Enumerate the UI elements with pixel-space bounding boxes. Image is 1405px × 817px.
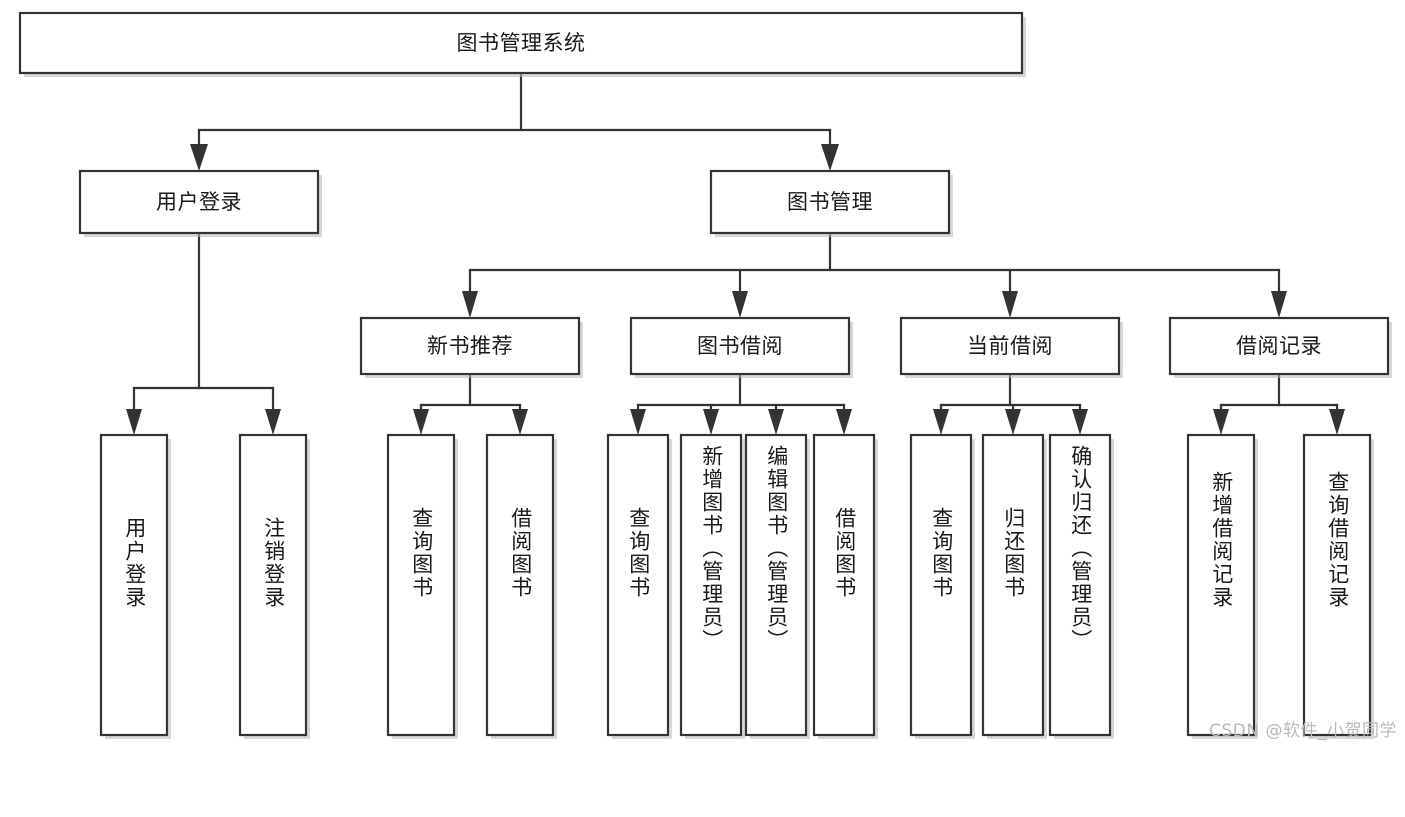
- node-box-leaf-query-book-a[interactable]: [386, 433, 456, 737]
- node-box-leaf-user-login[interactable]: [99, 433, 169, 737]
- node-box-borrow-record[interactable]: [1168, 316, 1390, 376]
- arrowhead-l2_0: [462, 291, 478, 318]
- arrowhead-l3_e1: [1329, 409, 1345, 435]
- node-box-root[interactable]: [18, 11, 1024, 75]
- system-structure-diagram: 图书管理系统 用户登录 图书管理 新书推荐 图书借阅 当前借阅 借阅记录: [18, 11, 1397, 741]
- node-label-book-borrow: 图书借阅: [697, 334, 783, 358]
- node-box-leaf-borrow-book-b[interactable]: [812, 433, 876, 737]
- node-label-root: 图书管理系统: [457, 31, 586, 55]
- arrowhead-l3_b1: [512, 409, 528, 435]
- node-label-user-login: 用户登录: [156, 190, 242, 214]
- arrowhead-l3_d2: [1072, 409, 1088, 435]
- arrowhead-l3_c3: [836, 409, 852, 435]
- arrowhead-l3_e0: [1213, 409, 1229, 435]
- arrowhead-l1_1: [821, 144, 839, 171]
- arrowhead-l3_c0: [630, 409, 646, 435]
- node-box-leaf-confirm-return[interactable]: [1048, 433, 1112, 737]
- node-layer: 图书管理系统 用户登录 图书管理 新书推荐 图书借阅 当前借阅 借阅记录: [18, 11, 1392, 739]
- node-box-leaf-return-book[interactable]: [981, 433, 1045, 737]
- node-box-leaf-query-borrow-record[interactable]: [1302, 433, 1372, 737]
- watermark-text: CSDN @软件_小贺同学: [1209, 721, 1397, 741]
- arrowhead-l3_a1: [265, 409, 281, 435]
- node-box-book-management[interactable]: [709, 169, 951, 235]
- node-label-current-borrow: 当前借阅: [967, 334, 1053, 358]
- arrowhead-l2_1: [732, 291, 748, 318]
- node-box-leaf-logout[interactable]: [238, 433, 308, 737]
- arrowhead-l3_d1: [1005, 409, 1021, 435]
- node-box-leaf-borrow-book-a[interactable]: [485, 433, 555, 737]
- node-box-leaf-edit-book[interactable]: [744, 433, 808, 737]
- arrowhead-l3_b0: [413, 409, 429, 435]
- node-box-leaf-query-book-b[interactable]: [606, 433, 670, 737]
- arrowhead-l3_a0: [126, 409, 142, 435]
- node-label-book-management: 图书管理: [787, 190, 873, 214]
- node-box-leaf-query-book-c[interactable]: [909, 433, 973, 737]
- node-label-new-book-recommend: 新书推荐: [427, 334, 513, 358]
- arrowhead-l2_2: [1002, 291, 1018, 318]
- node-box-book-borrow[interactable]: [629, 316, 851, 376]
- arrowhead-l3_c2: [768, 409, 784, 435]
- node-box-user-login[interactable]: [78, 169, 320, 235]
- node-label-borrow-record: 借阅记录: [1236, 334, 1322, 358]
- node-box-new-book-recommend[interactable]: [359, 316, 581, 376]
- diagram-canvas: 图书管理系统 用户登录 图书管理 新书推荐 图书借阅 当前借阅 借阅记录: [18, 11, 1392, 739]
- arrowhead-l3_c1: [703, 409, 719, 435]
- arrowhead-l3_d0: [933, 409, 949, 435]
- node-box-current-borrow[interactable]: [899, 316, 1121, 376]
- arrowhead-l2_3: [1271, 291, 1287, 318]
- connector-layer: [126, 71, 1345, 435]
- node-box-leaf-add-borrow-record[interactable]: [1186, 433, 1256, 737]
- node-box-leaf-add-book[interactable]: [679, 433, 743, 737]
- arrowhead-l1_0: [190, 144, 208, 171]
